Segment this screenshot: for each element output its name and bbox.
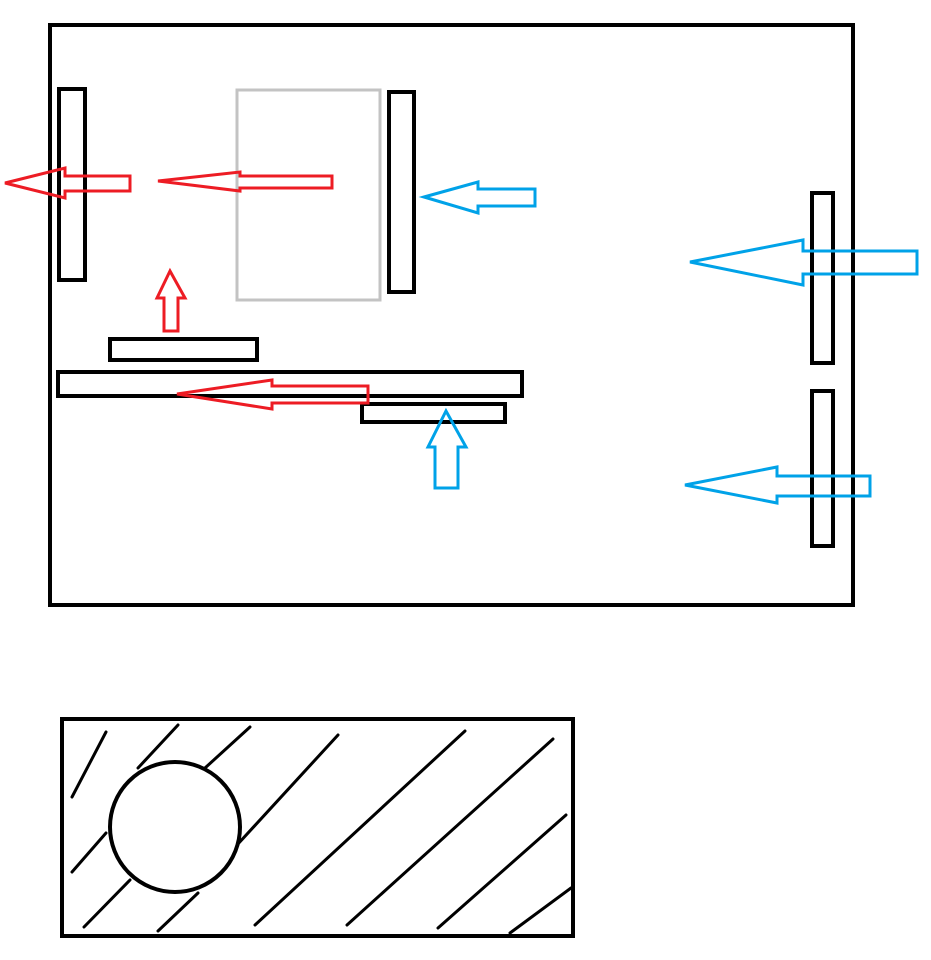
hatched-block: [60, 717, 575, 938]
arrow-left-icon: [176, 378, 370, 411]
arrow-up-icon: [154, 267, 188, 333]
top-panel: [48, 23, 855, 607]
arrow-left-icon: [684, 465, 872, 505]
lower-horizontal-bar: [360, 402, 507, 424]
arrow-left-icon: [689, 238, 919, 287]
left-vertical-bar: [57, 87, 87, 282]
ghost-box: [235, 88, 382, 302]
right-lower-bar: [810, 389, 835, 548]
hatched-section: [60, 717, 575, 938]
hole-circle: [108, 760, 242, 894]
outer-frame: [48, 23, 855, 607]
arrow-up-icon: [425, 407, 469, 490]
long-horizontal-bar: [56, 370, 524, 398]
arrow-left-icon: [157, 170, 334, 193]
hatch-lines: [70, 723, 573, 935]
arrow-left-icon: [4, 166, 132, 200]
small-horizontal-bar: [108, 337, 259, 362]
red-arrows: [4, 166, 370, 411]
right-upper-bar: [810, 191, 835, 365]
arrow-left-icon: [418, 180, 537, 216]
middle-vertical-bar: [387, 90, 416, 294]
blue-arrows: [418, 180, 919, 505]
